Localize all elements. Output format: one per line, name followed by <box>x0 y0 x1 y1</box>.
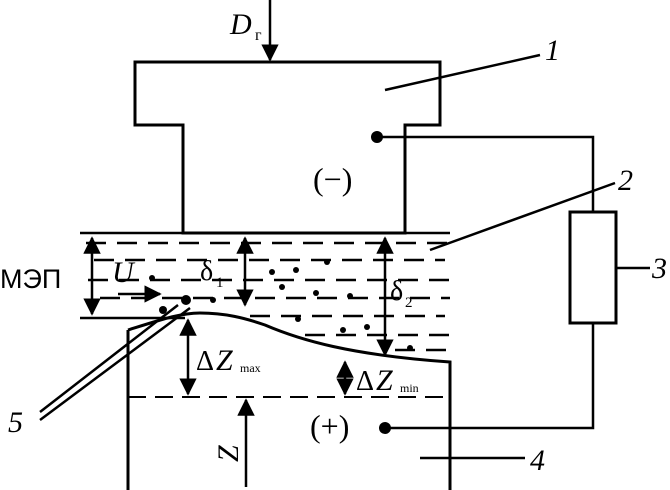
callout-3: 3 <box>651 252 667 285</box>
electrolyte-particles <box>149 259 413 351</box>
feed-label: D <box>229 8 252 41</box>
electrolyte-label: МЭП <box>0 264 61 294</box>
anode-polarity: (+) <box>310 408 349 444</box>
gap1-sub: 1 <box>216 275 224 291</box>
gap2-sub: 2 <box>405 295 413 311</box>
dz-max-delta: Δ <box>196 346 214 377</box>
velocity-label: U <box>112 256 136 289</box>
z-label: Z <box>212 445 245 462</box>
dz-min-label: Z <box>376 364 393 397</box>
gap1-label: δ <box>200 256 213 287</box>
callout-2: 2 <box>618 164 633 197</box>
dz-min-sub: min <box>400 381 419 395</box>
dz-max-label: Z <box>216 344 233 377</box>
dz-max-sub: max <box>240 361 261 375</box>
power-source <box>568 210 618 325</box>
callout-5: 5 <box>8 406 23 439</box>
workpiece-anode <box>126 311 452 490</box>
callout-1: 1 <box>545 34 560 67</box>
callout-leaders <box>39 53 650 460</box>
callout-4: 4 <box>530 444 545 477</box>
circuit-wire <box>377 135 595 430</box>
gap2-label: δ <box>390 276 403 307</box>
dz-min-delta: Δ <box>356 366 374 397</box>
cathode-polarity: (−) <box>313 161 352 197</box>
feed-label-sub: г <box>255 27 262 44</box>
